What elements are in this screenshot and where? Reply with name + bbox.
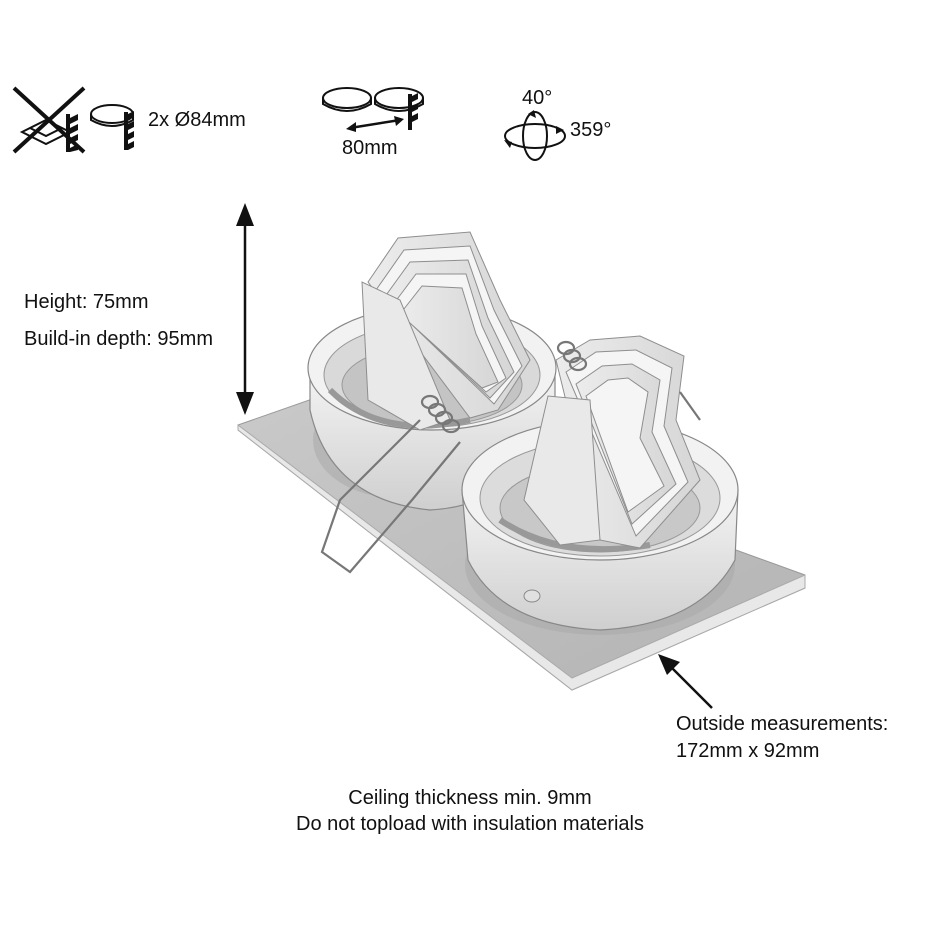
base-plate [237,382,806,691]
rotation-tilt-icon [504,110,566,161]
cutout-label: 2x Ø84mm [148,109,246,131]
outside-pointer-arrow [658,654,713,709]
spacing-label: 80mm [342,137,398,159]
height-arrow [236,203,254,415]
build-in-depth-label: Build-in depth: 95mm [24,328,213,350]
tilt-label: 40° [522,87,553,109]
outside-measurements-title: Outside measurements: [676,713,889,735]
right-downlight [461,335,739,631]
icon-row: 2x Ø84mm 80mm 40° 359° [0,0,940,170]
height-label: Height: 75mm [24,291,149,313]
left-downlight [307,231,557,574]
rotation-label: 359° [570,119,612,141]
insulation-warning-note: Do not topload with insulation materials [296,813,644,835]
spacing-icon [322,87,424,132]
outside-measurements-value: 172mm x 92mm [676,740,820,762]
cutout-icon [90,104,134,150]
no-insulation-icon [12,86,86,154]
ceiling-thickness-note: Ceiling thickness min. 9mm [348,787,592,809]
